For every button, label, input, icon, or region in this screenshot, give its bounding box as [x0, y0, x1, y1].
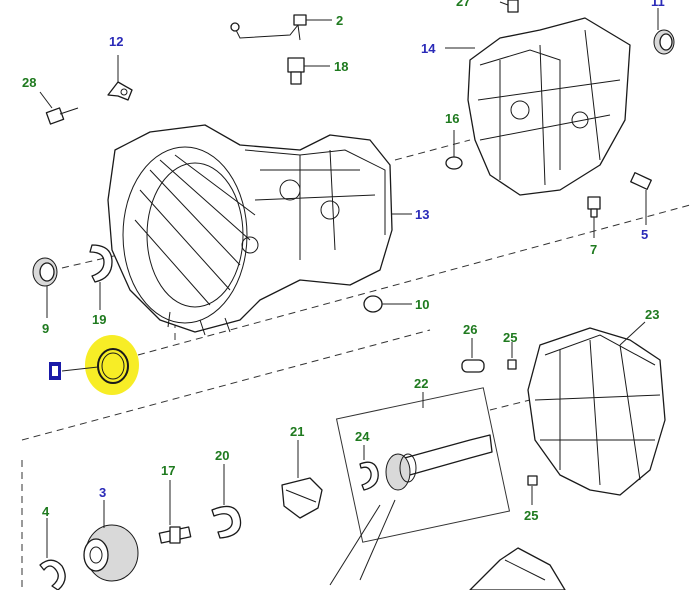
part-number-labels: 2 3 4 5 7 9 10 11 12 13 14 16 17 18 19 2…: [22, 0, 665, 523]
oil-pan-partial: [469, 547, 566, 590]
seal-11: [653, 8, 675, 55]
part-label-21[interactable]: 21: [290, 424, 304, 439]
clip-12: [107, 55, 133, 101]
bolt-28: [39, 91, 79, 125]
ring-4: [39, 518, 66, 590]
dowel-25-upper: [507, 342, 517, 370]
part-label-14[interactable]: 14: [421, 41, 436, 56]
part-label-25-lower[interactable]: 25: [524, 508, 538, 523]
part-label-2[interactable]: 2: [336, 13, 343, 28]
circlip-19: [89, 244, 113, 310]
dowel-25-lower: [527, 475, 538, 505]
selected-part-highlight[interactable]: [61, 335, 139, 395]
plug-7: [587, 196, 601, 238]
part-label-7[interactable]: 7: [590, 242, 597, 257]
breather-harness: [230, 14, 332, 41]
bush-10: [363, 295, 412, 313]
sensor-18: [287, 57, 330, 85]
part-label-23[interactable]: 23: [645, 307, 659, 322]
selected-part-marker[interactable]: [49, 362, 61, 380]
part-label-16[interactable]: 16: [445, 111, 459, 126]
part-label-12[interactable]: 12: [109, 34, 123, 49]
part-label-3[interactable]: 3: [99, 485, 106, 500]
clip-20: [211, 464, 242, 539]
part-label-10[interactable]: 10: [415, 297, 429, 312]
part-label-27[interactable]: 27: [456, 0, 470, 9]
part-label-28[interactable]: 28: [22, 75, 36, 90]
transmission-housing: [107, 124, 412, 336]
seal-9: [32, 257, 58, 318]
switch-5: [630, 172, 652, 225]
pin-26: [461, 338, 485, 373]
part-label-19[interactable]: 19: [92, 312, 106, 327]
circlip-24: [359, 445, 379, 491]
rear-extension-housing: [445, 17, 631, 196]
washer-16: [445, 130, 463, 170]
plug-27: [499, 0, 519, 13]
part-label-11[interactable]: 11: [651, 0, 665, 9]
part-label-22[interactable]: 22: [414, 376, 428, 391]
bolt-17: [158, 480, 192, 544]
bracket-21: [281, 440, 323, 519]
part-label-18[interactable]: 18: [334, 59, 348, 74]
part-label-24[interactable]: 24: [355, 429, 370, 444]
part-label-17[interactable]: 17: [161, 463, 175, 478]
bearing-3: [83, 500, 139, 582]
part-label-4[interactable]: 4: [42, 504, 50, 519]
output-shaft: [329, 387, 511, 586]
part-label-26[interactable]: 26: [463, 322, 477, 337]
part-label-20[interactable]: 20: [215, 448, 229, 463]
part-label-25-upper[interactable]: 25: [503, 330, 517, 345]
top-cover: [527, 321, 666, 496]
part-label-5[interactable]: 5: [641, 227, 648, 242]
part-label-13[interactable]: 13: [415, 207, 429, 222]
part-label-9[interactable]: 9: [42, 321, 49, 336]
